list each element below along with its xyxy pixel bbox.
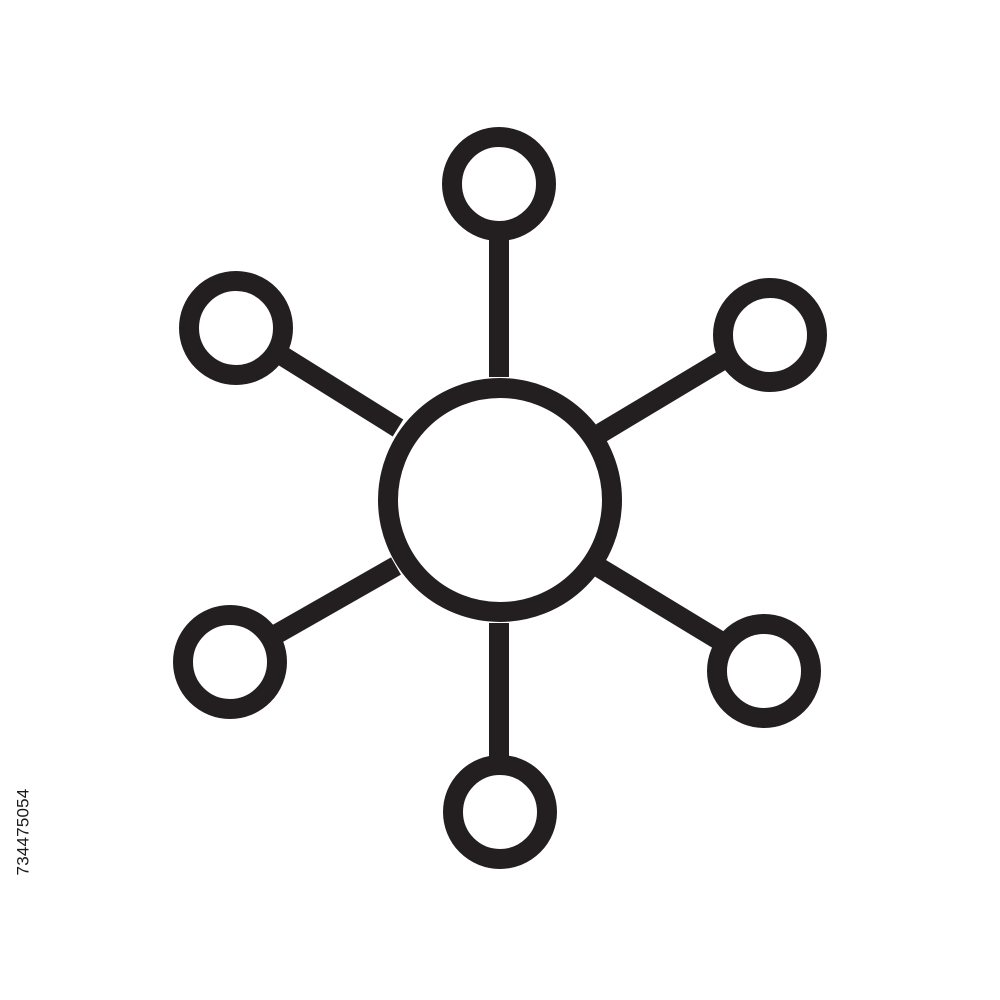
node-top — [442, 127, 556, 241]
connector-lower-left — [270, 557, 401, 644]
hub-node — [378, 378, 622, 622]
node-upper-left — [179, 271, 293, 385]
connector-upper-left — [275, 346, 404, 437]
stock-id-text: 734475054 — [13, 788, 32, 876]
node-lower-left — [173, 605, 287, 719]
node-upper-right — [713, 278, 827, 392]
stock-id-label: 734475054 — [10, 762, 36, 902]
connector-upper-right — [595, 349, 732, 442]
node-bottom — [443, 755, 557, 869]
node-lower-right — [707, 614, 821, 728]
connector-lower-right — [594, 559, 728, 651]
